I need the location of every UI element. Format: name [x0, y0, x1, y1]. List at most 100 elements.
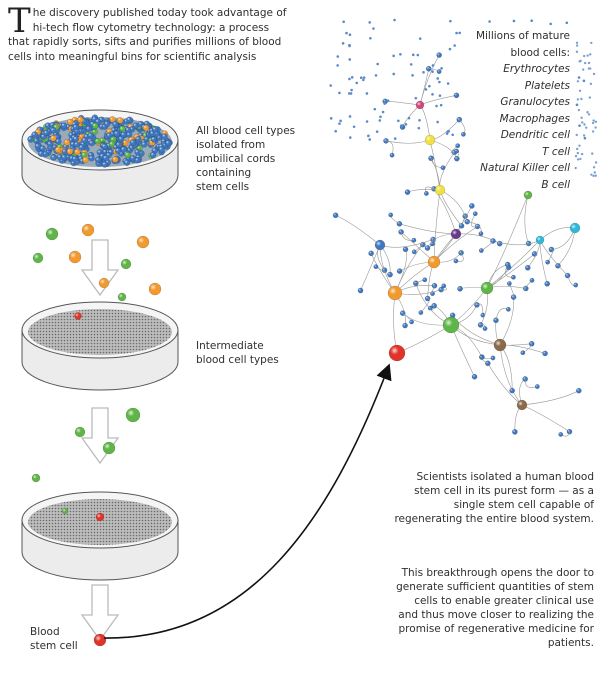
platelet-dot [446, 82, 450, 85]
cell-highlight [490, 238, 496, 244]
platelet-dot [368, 138, 372, 141]
cell-highlight [126, 131, 133, 138]
platelet-dot [576, 158, 580, 161]
platelet-dot [583, 136, 587, 140]
cell-highlight [121, 259, 131, 269]
cell-highlight [522, 376, 528, 382]
cell-highlight [142, 124, 149, 131]
branch [471, 213, 478, 228]
stem-cell-label: Blood stem cell [30, 625, 78, 653]
platelet-dot [451, 133, 454, 137]
label-line: containing [196, 167, 252, 179]
cell-highlight [94, 118, 101, 125]
cell-highlight [576, 388, 582, 394]
cell-highlight [88, 140, 95, 147]
platelet-dot [345, 31, 348, 35]
drop-cap: T [8, 1, 31, 41]
cell-highlight [55, 146, 62, 153]
platelet-dot [580, 97, 583, 101]
platelet-dot [582, 54, 586, 58]
platelet-dot [348, 44, 351, 48]
platelet-dot [411, 74, 414, 77]
cell-highlight [72, 124, 79, 131]
platelet-dot [594, 126, 597, 129]
cell-highlight [469, 203, 475, 209]
platelet-dot [458, 31, 462, 35]
cell-highlight [74, 312, 82, 320]
platelet-dot [368, 21, 371, 24]
down-arrow [80, 584, 120, 642]
cell-highlight [436, 69, 442, 74]
platelet-dot [592, 119, 595, 122]
platelet-dot [431, 70, 434, 73]
cell-type-macrophages: Macrophages [499, 112, 570, 125]
finding-paragraph: Scientists isolated a human blood stem c… [394, 471, 594, 525]
platelet-dot [578, 89, 582, 92]
cell-highlight [535, 384, 540, 389]
platelet-dot [575, 133, 578, 137]
platelet-dot [338, 91, 341, 95]
branch [433, 189, 441, 263]
platelet-dot [348, 77, 351, 81]
platelet-dot [439, 103, 443, 107]
stem-to-tree-arrow [103, 363, 392, 639]
platelet-dot [575, 103, 579, 107]
platelet-dot [436, 77, 440, 80]
branch [499, 344, 523, 406]
cell-highlight [78, 144, 85, 151]
platelet-dot [440, 67, 443, 70]
cell-highlight [60, 122, 67, 129]
platelet-dot [579, 157, 582, 161]
cell-highlight [454, 148, 459, 154]
label-line: stem cell [30, 640, 78, 652]
platelet-dot [583, 61, 587, 65]
cell-highlight [96, 513, 104, 521]
cell-highlight [464, 219, 470, 225]
branch [509, 283, 515, 298]
branch [439, 189, 462, 227]
cell-highlight [525, 240, 532, 247]
platelet-dot [378, 119, 382, 122]
platelet-dot [339, 119, 342, 123]
cell-highlight [82, 224, 94, 236]
cell-highlight [389, 345, 405, 361]
platelet-dot [575, 41, 579, 45]
branch [521, 404, 570, 432]
cell-highlight [480, 312, 486, 318]
platelet-dot [329, 117, 333, 120]
cell-highlight [425, 135, 435, 145]
platelet-dot [369, 36, 372, 40]
cell-highlight [450, 312, 456, 318]
cell-highlight [129, 155, 136, 162]
platelet-dot [409, 63, 413, 66]
branch [487, 363, 523, 406]
cell-highlight [88, 155, 95, 162]
label-line: Blood [30, 626, 60, 638]
platelet-dot [336, 64, 339, 67]
cell-highlight [555, 263, 561, 269]
cell-highlight [91, 128, 98, 135]
cell-highlight [511, 275, 516, 280]
cell-highlight [428, 256, 440, 268]
platelet-dot [438, 80, 441, 84]
platelet-dot [590, 173, 593, 176]
platelet-dot [348, 33, 352, 37]
cell-highlight [102, 154, 109, 161]
cell-highlight [542, 350, 548, 357]
branch [385, 140, 394, 156]
branch [450, 324, 475, 377]
cell-highlight [424, 245, 431, 251]
cell-highlight [520, 350, 526, 355]
platelet-dot [594, 174, 597, 177]
dish-all-cells [21, 109, 179, 206]
down-arrow [80, 239, 120, 297]
branch [439, 152, 455, 191]
cell-highlight [123, 159, 130, 166]
cell-highlight [416, 101, 424, 109]
platelet-dot [404, 123, 408, 126]
cell-highlight [109, 116, 116, 123]
platelet-dot [580, 152, 584, 156]
platelet-dot [359, 76, 363, 80]
intro-text: he discovery published today took advant… [8, 7, 287, 63]
